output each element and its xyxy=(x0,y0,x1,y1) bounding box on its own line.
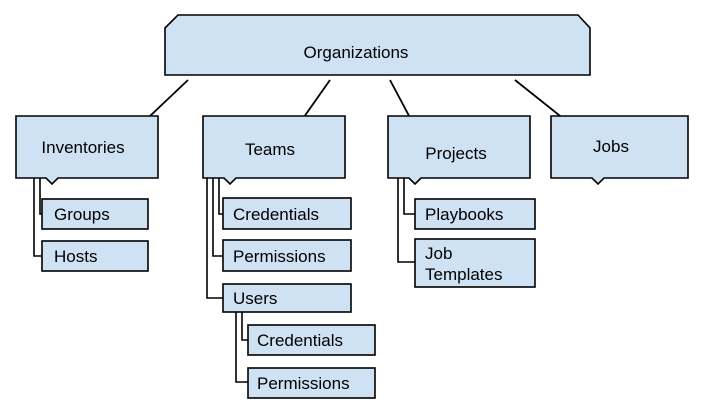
teams-permissions-box xyxy=(222,239,352,272)
node-projects: Projects xyxy=(387,115,531,186)
organizations-label: Organizations xyxy=(304,43,409,62)
inventories-shape xyxy=(15,115,159,186)
jobs-label: Jobs xyxy=(593,137,629,156)
node-teams-permissions: Permissions xyxy=(222,239,352,272)
node-users-credentials: Credentials xyxy=(247,324,376,356)
users-branch-inner xyxy=(241,312,248,341)
node-hosts: Hosts xyxy=(41,240,149,272)
teams-branch-mid xyxy=(212,178,223,257)
users-credentials-box xyxy=(247,324,376,356)
node-inventories: Inventories xyxy=(15,115,159,186)
users-credentials-label: Credentials xyxy=(257,331,343,350)
jobs-shape xyxy=(550,115,689,186)
groups-label: Groups xyxy=(54,205,110,224)
teams-permissions-label: Permissions xyxy=(233,247,326,266)
teams-label: Teams xyxy=(245,140,295,159)
inventories-label: Inventories xyxy=(41,138,124,157)
organizations-shape xyxy=(164,14,591,76)
users-connectors xyxy=(235,312,248,383)
teams-connectors xyxy=(206,178,223,299)
node-users-permissions: Permissions xyxy=(247,367,376,399)
node-teams: Teams xyxy=(202,115,346,186)
users-label: Users xyxy=(233,289,277,308)
node-organizations: Organizations xyxy=(164,14,591,76)
projects-branch-outer xyxy=(397,178,415,263)
job-templates-label-line2: Templates xyxy=(425,265,502,284)
users-permissions-label: Permissions xyxy=(257,374,350,393)
groups-box xyxy=(41,198,149,230)
playbooks-box xyxy=(414,198,536,230)
hosts-box xyxy=(41,240,149,272)
projects-shape xyxy=(387,115,531,186)
teams-branch-inner xyxy=(218,178,223,215)
teams-branch-outer xyxy=(206,178,223,299)
teams-credentials-box xyxy=(222,197,352,230)
projects-label: Projects xyxy=(425,144,486,163)
playbooks-label: Playbooks xyxy=(425,205,503,224)
users-permissions-box xyxy=(247,367,376,399)
job-templates-box xyxy=(414,238,536,288)
teams-credentials-label: Credentials xyxy=(233,205,319,224)
hosts-label: Hosts xyxy=(54,247,97,266)
users-box xyxy=(222,283,352,313)
node-groups: Groups xyxy=(41,198,149,230)
projects-branch-inner xyxy=(403,178,415,215)
node-users: Users xyxy=(222,283,352,313)
node-teams-credentials: Credentials xyxy=(222,197,352,230)
job-templates-label-line1: Job xyxy=(425,244,452,263)
node-jobs: Jobs xyxy=(550,115,689,186)
inventories-branch-line xyxy=(33,178,42,257)
node-job-templates: Job Templates xyxy=(414,238,536,288)
inventories-connectors xyxy=(33,178,42,257)
users-branch-outer xyxy=(235,312,248,383)
node-playbooks: Playbooks xyxy=(414,198,536,230)
projects-connectors xyxy=(397,178,415,263)
